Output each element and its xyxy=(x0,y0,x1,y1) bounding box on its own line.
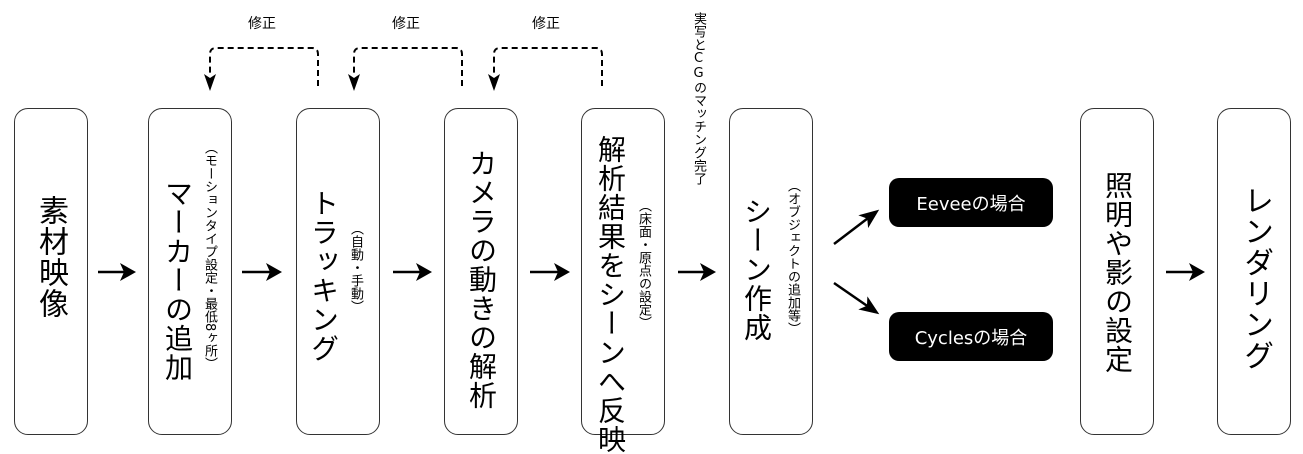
branch-cycles: Cyclesの場合 xyxy=(889,312,1053,361)
feedback-arrow xyxy=(209,47,319,86)
arrowhead-icon xyxy=(488,74,500,91)
milestone-label: 実写とCGのマッチング完了 xyxy=(691,12,706,185)
step-add-markers: マーカーの追加 （モーションタイプ設定・最低8ヶ所） xyxy=(148,108,232,435)
step-label: 素材映像 xyxy=(33,195,68,319)
branch-eevee: Eeveeの場合 xyxy=(889,178,1053,227)
step-label: 照明や影の設定 xyxy=(1101,171,1134,374)
branch-label: Eeveeの場合 xyxy=(916,193,1026,215)
step-note: （モーションタイプ設定・最低8ヶ所） xyxy=(202,141,217,371)
branch-label: Cyclesの場合 xyxy=(914,327,1028,349)
arrowhead-icon xyxy=(204,74,216,91)
step-label: 解析結果をシーンへ反映 xyxy=(594,135,627,454)
feedback-label: 修正 xyxy=(532,16,560,32)
step-label: シーン作成 xyxy=(740,197,773,342)
step-source-footage: 素材映像 xyxy=(14,108,88,435)
feedback-arrow xyxy=(353,47,463,86)
arrowhead-icon xyxy=(554,263,570,281)
arrowhead-icon xyxy=(1189,263,1205,281)
arrowhead-icon xyxy=(266,263,282,281)
step-lighting-shadow: 照明や影の設定 xyxy=(1080,108,1154,435)
step-label: マーカーの追加 xyxy=(161,179,194,382)
step-note: （オブジェクトの追加等） xyxy=(785,179,800,335)
step-note: （床面・原点の設定） xyxy=(636,199,651,329)
feedback-label: 修正 xyxy=(392,16,420,32)
step-scene-creation: シーン作成 （オブジェクトの追加等） xyxy=(729,108,813,435)
arrowhead-icon xyxy=(348,74,360,91)
step-tracking: トラッキング （自動・手動） xyxy=(296,108,380,435)
step-label: カメラの動きの解析 xyxy=(465,149,498,410)
step-camera-solve: カメラの動きの解析 xyxy=(444,108,518,435)
step-label: レンダリング xyxy=(1238,185,1273,371)
step-rendering: レンダリング xyxy=(1217,108,1291,435)
step-apply-to-scene: 解析結果をシーンへ反映 （床面・原点の設定） xyxy=(581,108,665,454)
branch-arrow-eevee xyxy=(833,209,880,245)
arrowhead-icon xyxy=(120,263,136,281)
arrowhead-icon xyxy=(700,263,716,281)
feedback-label: 修正 xyxy=(248,16,276,32)
branch-arrow-cycles xyxy=(833,281,880,315)
step-note: （自動・手動） xyxy=(348,222,363,313)
arrowhead-icon xyxy=(416,263,432,281)
feedback-arrow xyxy=(493,47,603,86)
step-label: トラッキング xyxy=(307,189,340,363)
